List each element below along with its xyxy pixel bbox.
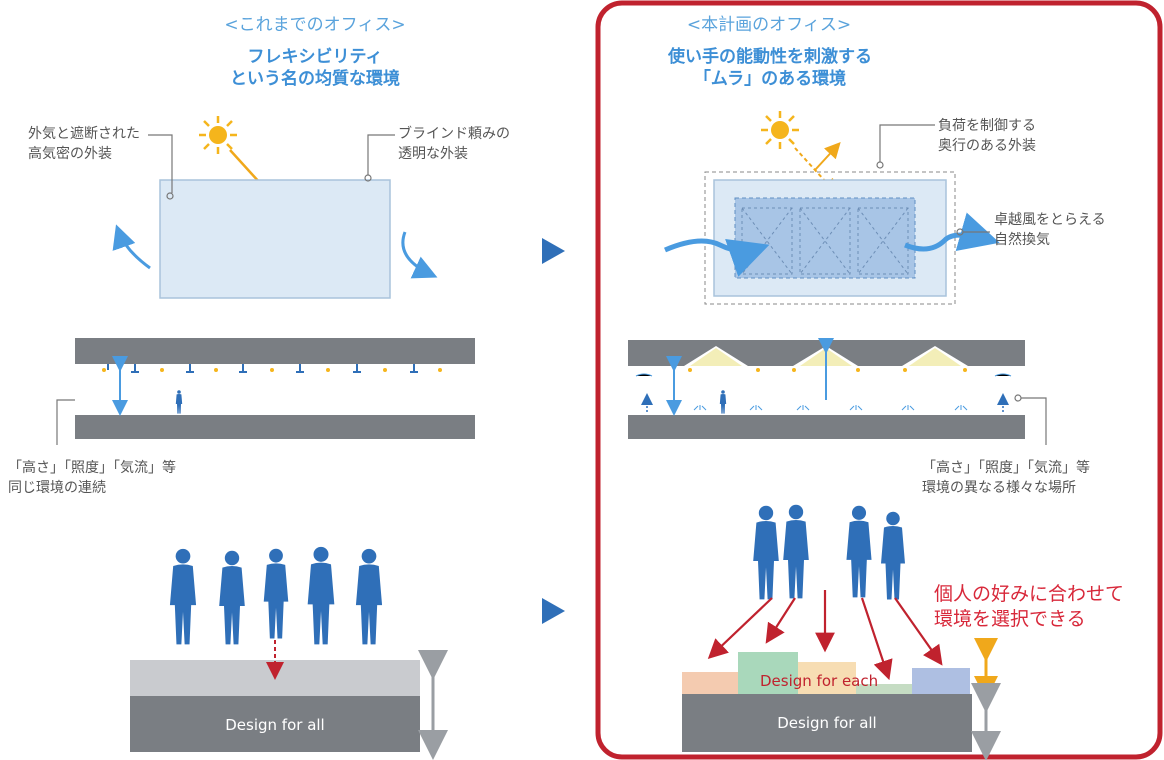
callout-transparent-facade: ブラインド頼みの 透明な外装 — [398, 124, 510, 164]
floor-slab — [75, 415, 475, 439]
left-header: <これまでのオフィス> — [224, 15, 406, 35]
people-group-left — [169, 546, 383, 645]
design-all-slab-right — [682, 694, 972, 752]
callout-varied-environment: 「高さ」「照度」「気流」等 環境の異なる様々な場所 — [922, 458, 1090, 498]
right-subtitle-line-1: 使い手の能動性を刺激する — [668, 47, 872, 67]
choose-line-2: 環境を選択できる — [934, 608, 1086, 630]
callout-natural-ventilation: 卓越風をとらえる 自然換気 — [994, 210, 1106, 250]
callout-sealed-facade: 外気と遮断された 高気密の外装 — [28, 124, 140, 164]
ceiling-fixtures — [107, 364, 418, 373]
ceiling-slab-varied — [628, 340, 1025, 366]
callout-sealed-line-2: 高気密の外装 — [28, 146, 112, 162]
left-subtitle-line-1: フレキシビリティ — [247, 47, 383, 67]
callout-deep-facade: 負荷を制御する 奥行のある外装 — [938, 116, 1036, 156]
right-subtitle-line-2: 「ムラ」のある環境 — [693, 69, 847, 89]
design-for-each: Design for each — [760, 672, 879, 690]
sun-icon — [198, 115, 238, 155]
people-group-right — [753, 504, 905, 600]
design-for-all-left: Design for all — [225, 716, 325, 734]
right-header: <本計画のオフィス> — [686, 15, 852, 35]
callout-uniform-line-2: 同じ環境の連続 — [8, 480, 106, 496]
floor-slab-right — [628, 415, 1025, 439]
design-for-all-right: Design for all — [777, 714, 877, 732]
left-subtitle: フレキシビリティ という名の均質な環境 — [180, 46, 450, 90]
airflow-right-arrow — [401, 231, 438, 279]
design-all-slab-left — [130, 696, 420, 752]
choose-environment-text: 個人の好みに合わせて 環境を選択できる — [934, 582, 1124, 632]
callout-deep-line-2: 奥行のある外装 — [938, 138, 1036, 154]
choose-line-1: 個人の好みに合わせて — [934, 583, 1125, 605]
airflow-left-arrow — [112, 224, 151, 270]
callout-transparent-line-2: 透明な外装 — [398, 146, 468, 162]
callout-transparent-line-1: ブラインド頼みの — [398, 126, 510, 142]
upper-layer-box — [130, 660, 420, 696]
callout-uniform-environment: 「高さ」「照度」「気流」等 同じ環境の連続 — [8, 458, 176, 498]
deep-facade-outline — [704, 171, 956, 305]
transition-arrow-top — [542, 238, 565, 264]
transition-arrow-bottom — [542, 598, 565, 624]
wind-out-arrow — [904, 212, 1000, 252]
wind-in-arrow — [664, 238, 770, 277]
callout-vent-line-1: 卓越風をとらえる — [994, 212, 1106, 228]
left-subtitle-line-2: という名の均質な環境 — [230, 69, 400, 89]
sealed-box — [159, 179, 391, 299]
callout-varied-line-2: 環境の異なる様々な場所 — [922, 480, 1076, 496]
ceiling-slab — [75, 338, 475, 364]
callout-varied-line-1: 「高さ」「照度」「気流」等 — [922, 460, 1090, 476]
preference-blocks — [682, 652, 970, 694]
sun-icon-right — [760, 110, 800, 150]
callout-uniform-line-1: 「高さ」「照度」「気流」等 — [8, 460, 176, 476]
right-subtitle: 使い手の能動性を刺激する 「ムラ」のある環境 — [620, 46, 920, 90]
callout-vent-line-2: 自然換気 — [994, 232, 1050, 248]
person-icon — [175, 390, 183, 414]
highlight-frame — [595, 0, 1163, 760]
callout-deep-line-1: 負荷を制御する — [938, 118, 1036, 134]
callout-sealed-line-1: 外気と遮断された — [28, 126, 140, 142]
